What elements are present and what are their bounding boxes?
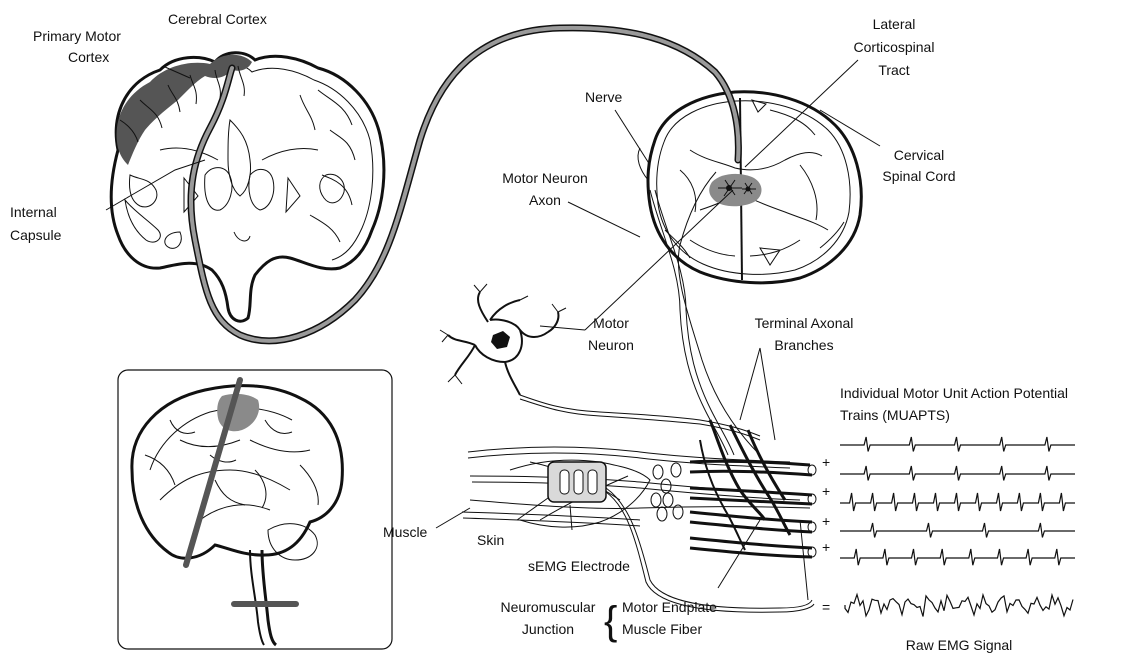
muapt-trace bbox=[840, 437, 1075, 451]
label-primary-motor-cortex-l2: Cortex bbox=[68, 49, 109, 65]
motor-neuron-pool-region bbox=[709, 174, 761, 206]
label-cerebral-cortex: Cerebral Cortex bbox=[168, 11, 267, 27]
label-neuromuscular-l1: Neuromuscular bbox=[501, 599, 596, 615]
sagittal-brain-inset bbox=[118, 370, 392, 649]
label-neuromuscular-l2: Junction bbox=[522, 621, 574, 637]
label-motor-neuron-axon-l1: Motor Neuron bbox=[502, 170, 588, 186]
label-muapts-l1: Individual Motor Unit Action Potential bbox=[840, 385, 1068, 401]
label-muscle: Muscle bbox=[383, 524, 428, 540]
plus-sign: + bbox=[822, 539, 830, 555]
label-cervical-l2: Spinal Cord bbox=[882, 168, 955, 184]
motor-neuron-nucleus bbox=[491, 331, 510, 349]
label-lateral-tract-l2: Corticospinal bbox=[854, 39, 935, 55]
label-primary-motor-cortex-l1: Primary Motor bbox=[33, 28, 121, 44]
label-semg-electrode: sEMG Electrode bbox=[528, 558, 630, 574]
plus-sign: + bbox=[822, 483, 830, 499]
label-motor-neuron-l2: Neuron bbox=[588, 337, 634, 353]
label-motor-endplate: Motor Endplate bbox=[622, 599, 717, 615]
muapt-trace bbox=[840, 549, 1075, 565]
motor-neuron-cell bbox=[440, 284, 566, 395]
label-muapts-l2: Trains (MUAPTS) bbox=[840, 407, 950, 423]
equals-sign: = bbox=[822, 599, 830, 615]
label-lateral-tract-l3: Tract bbox=[878, 62, 909, 78]
label-motor-neuron-l1: Motor bbox=[593, 315, 629, 331]
muapt-trace bbox=[840, 493, 1075, 511]
label-raw-emg-signal: Raw EMG Signal bbox=[906, 637, 1013, 653]
label-skin: Skin bbox=[477, 532, 504, 548]
raw-emg-trace bbox=[845, 595, 1073, 617]
label-lateral-tract-l1: Lateral bbox=[873, 16, 916, 32]
muapt-trace bbox=[840, 523, 1075, 537]
coronal-brain-section bbox=[111, 53, 384, 321]
label-internal-capsule-l1: Internal bbox=[10, 204, 57, 220]
plus-sign: + bbox=[822, 454, 830, 470]
brace-symbol: { bbox=[604, 599, 617, 643]
label-motor-neuron-axon-l2: Axon bbox=[529, 192, 561, 208]
label-nerve: Nerve bbox=[585, 89, 623, 105]
plus-signs: + + + + bbox=[822, 454, 830, 555]
label-terminal-branches-l1: Terminal Axonal bbox=[755, 315, 854, 331]
muapt-traces bbox=[840, 437, 1075, 565]
cervical-spinal-cord bbox=[648, 92, 861, 283]
label-internal-capsule-l2: Capsule bbox=[10, 227, 62, 243]
label-muscle-fiber: Muscle Fiber bbox=[622, 621, 702, 637]
muapt-trace bbox=[840, 466, 1075, 480]
label-terminal-branches-l2: Branches bbox=[774, 337, 833, 353]
label-cervical-l1: Cervical bbox=[894, 147, 945, 163]
plus-sign: + bbox=[822, 513, 830, 529]
